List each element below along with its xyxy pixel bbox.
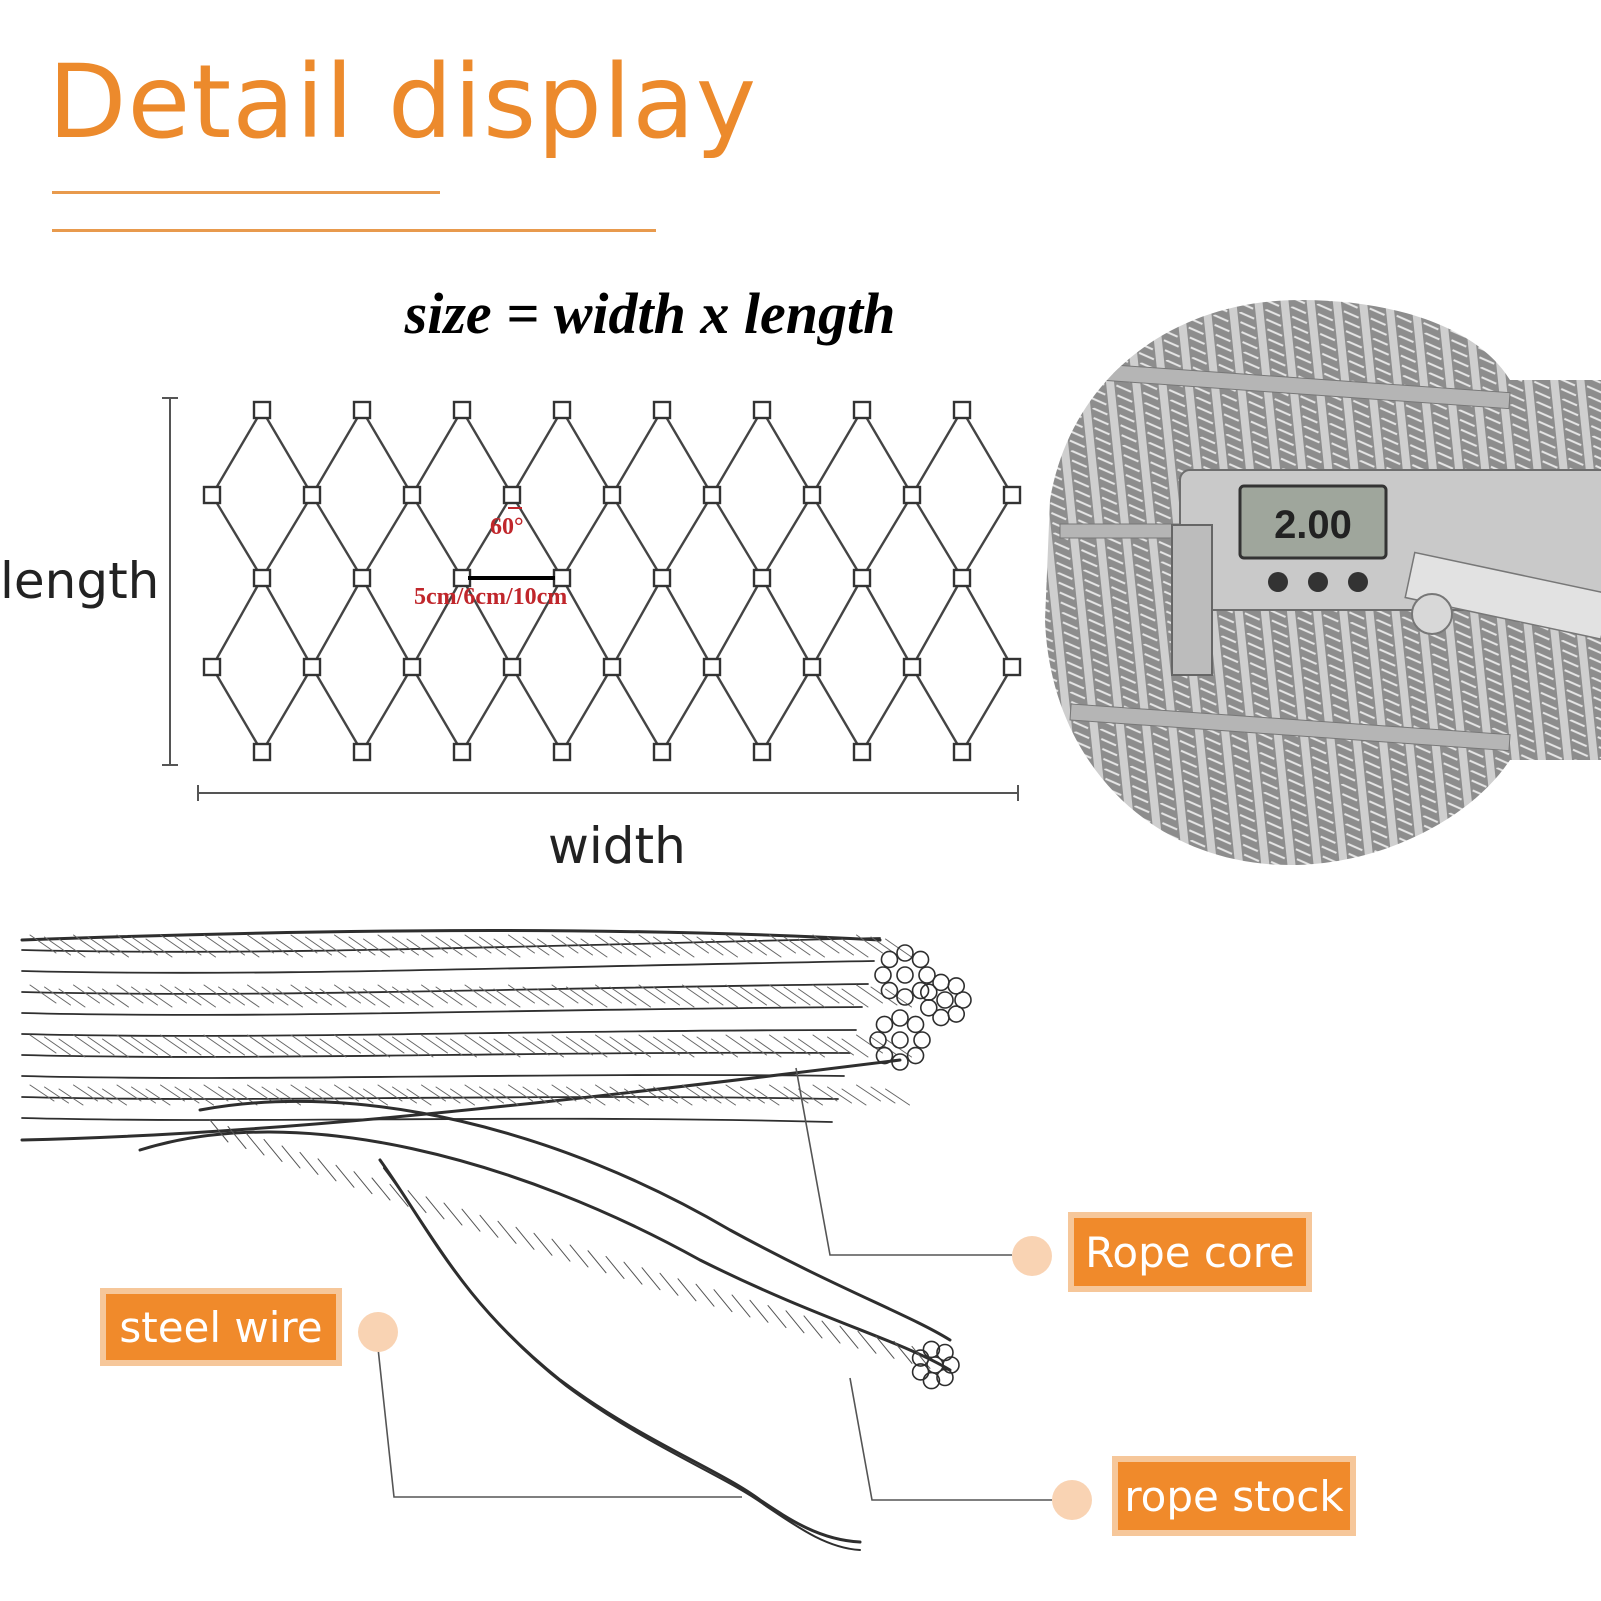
mesh-ferrule bbox=[602, 485, 622, 505]
mesh-ferrule bbox=[652, 742, 672, 762]
mesh-ferrule bbox=[352, 568, 372, 588]
mesh-ferrule bbox=[202, 485, 222, 505]
rope-stock-label: rope stock bbox=[1112, 1456, 1356, 1536]
mesh-ferrule bbox=[852, 568, 872, 588]
mesh-ferrule bbox=[302, 485, 322, 505]
mesh-ferrule bbox=[602, 657, 622, 677]
mesh-ferrule bbox=[452, 742, 472, 762]
mesh-size-label: 5cm/6cm/10cm bbox=[414, 584, 568, 610]
mesh-ferrule bbox=[802, 485, 822, 505]
page-title: Detail display bbox=[48, 43, 758, 162]
mesh-ferrule bbox=[552, 400, 572, 420]
mesh-ferrule bbox=[252, 742, 272, 762]
mesh-ferrule bbox=[752, 568, 772, 588]
mesh-ferrule bbox=[952, 400, 972, 420]
rope-illustration bbox=[20, 929, 972, 1551]
mesh-ferrule bbox=[402, 485, 422, 505]
mesh-ferrule bbox=[802, 657, 822, 677]
mesh-ferrule bbox=[452, 400, 472, 420]
caliper-icon bbox=[1171, 469, 1601, 676]
mesh-ferrule bbox=[302, 657, 322, 677]
title-underline-short bbox=[52, 191, 440, 194]
steel-wire-dot bbox=[358, 1312, 398, 1352]
rope-core-leader bbox=[795, 1067, 1012, 1256]
steel-wire-label: steel wire bbox=[100, 1288, 342, 1366]
mesh-ferrule bbox=[352, 742, 372, 762]
rope-core-label: Rope core bbox=[1068, 1212, 1312, 1292]
mesh-ferrule bbox=[902, 657, 922, 677]
mesh-ferrule bbox=[952, 568, 972, 588]
mesh-ferrule bbox=[1002, 485, 1022, 505]
caliper-photo bbox=[1045, 300, 1601, 865]
length-label: length bbox=[0, 552, 160, 610]
width-label: width bbox=[548, 817, 686, 875]
mesh-ferrule bbox=[852, 400, 872, 420]
title-underline-long bbox=[52, 229, 656, 232]
steel-wire-leader bbox=[377, 1347, 742, 1498]
rope-stock-dot bbox=[1052, 1480, 1092, 1520]
mesh-ferrule bbox=[852, 742, 872, 762]
mesh-ferrule bbox=[202, 657, 222, 677]
mesh-ferrule bbox=[252, 400, 272, 420]
mesh-ferrule bbox=[352, 400, 372, 420]
size-formula: size = width x length bbox=[404, 281, 896, 346]
rope-core-dot bbox=[1012, 1236, 1052, 1276]
mesh-ferrule bbox=[502, 657, 522, 677]
mesh-ferrule bbox=[702, 657, 722, 677]
mesh-ferrule bbox=[552, 742, 572, 762]
mesh-ferrule bbox=[752, 742, 772, 762]
mesh-ferrule bbox=[1002, 657, 1022, 677]
rope-stock-leader bbox=[849, 1377, 1052, 1501]
mesh-ferrule bbox=[502, 485, 522, 505]
angle-label: 60° bbox=[490, 514, 524, 540]
mesh-ferrule bbox=[652, 568, 672, 588]
mesh-ferrule bbox=[252, 568, 272, 588]
caliper-display-reading: 2.00 bbox=[1274, 503, 1352, 547]
mesh-ferrule bbox=[952, 742, 972, 762]
mesh-ferrule bbox=[402, 657, 422, 677]
mesh-ferrule bbox=[752, 400, 772, 420]
mesh-ferrule bbox=[902, 485, 922, 505]
mesh-ferrule bbox=[702, 485, 722, 505]
mesh-ferrule bbox=[652, 400, 672, 420]
